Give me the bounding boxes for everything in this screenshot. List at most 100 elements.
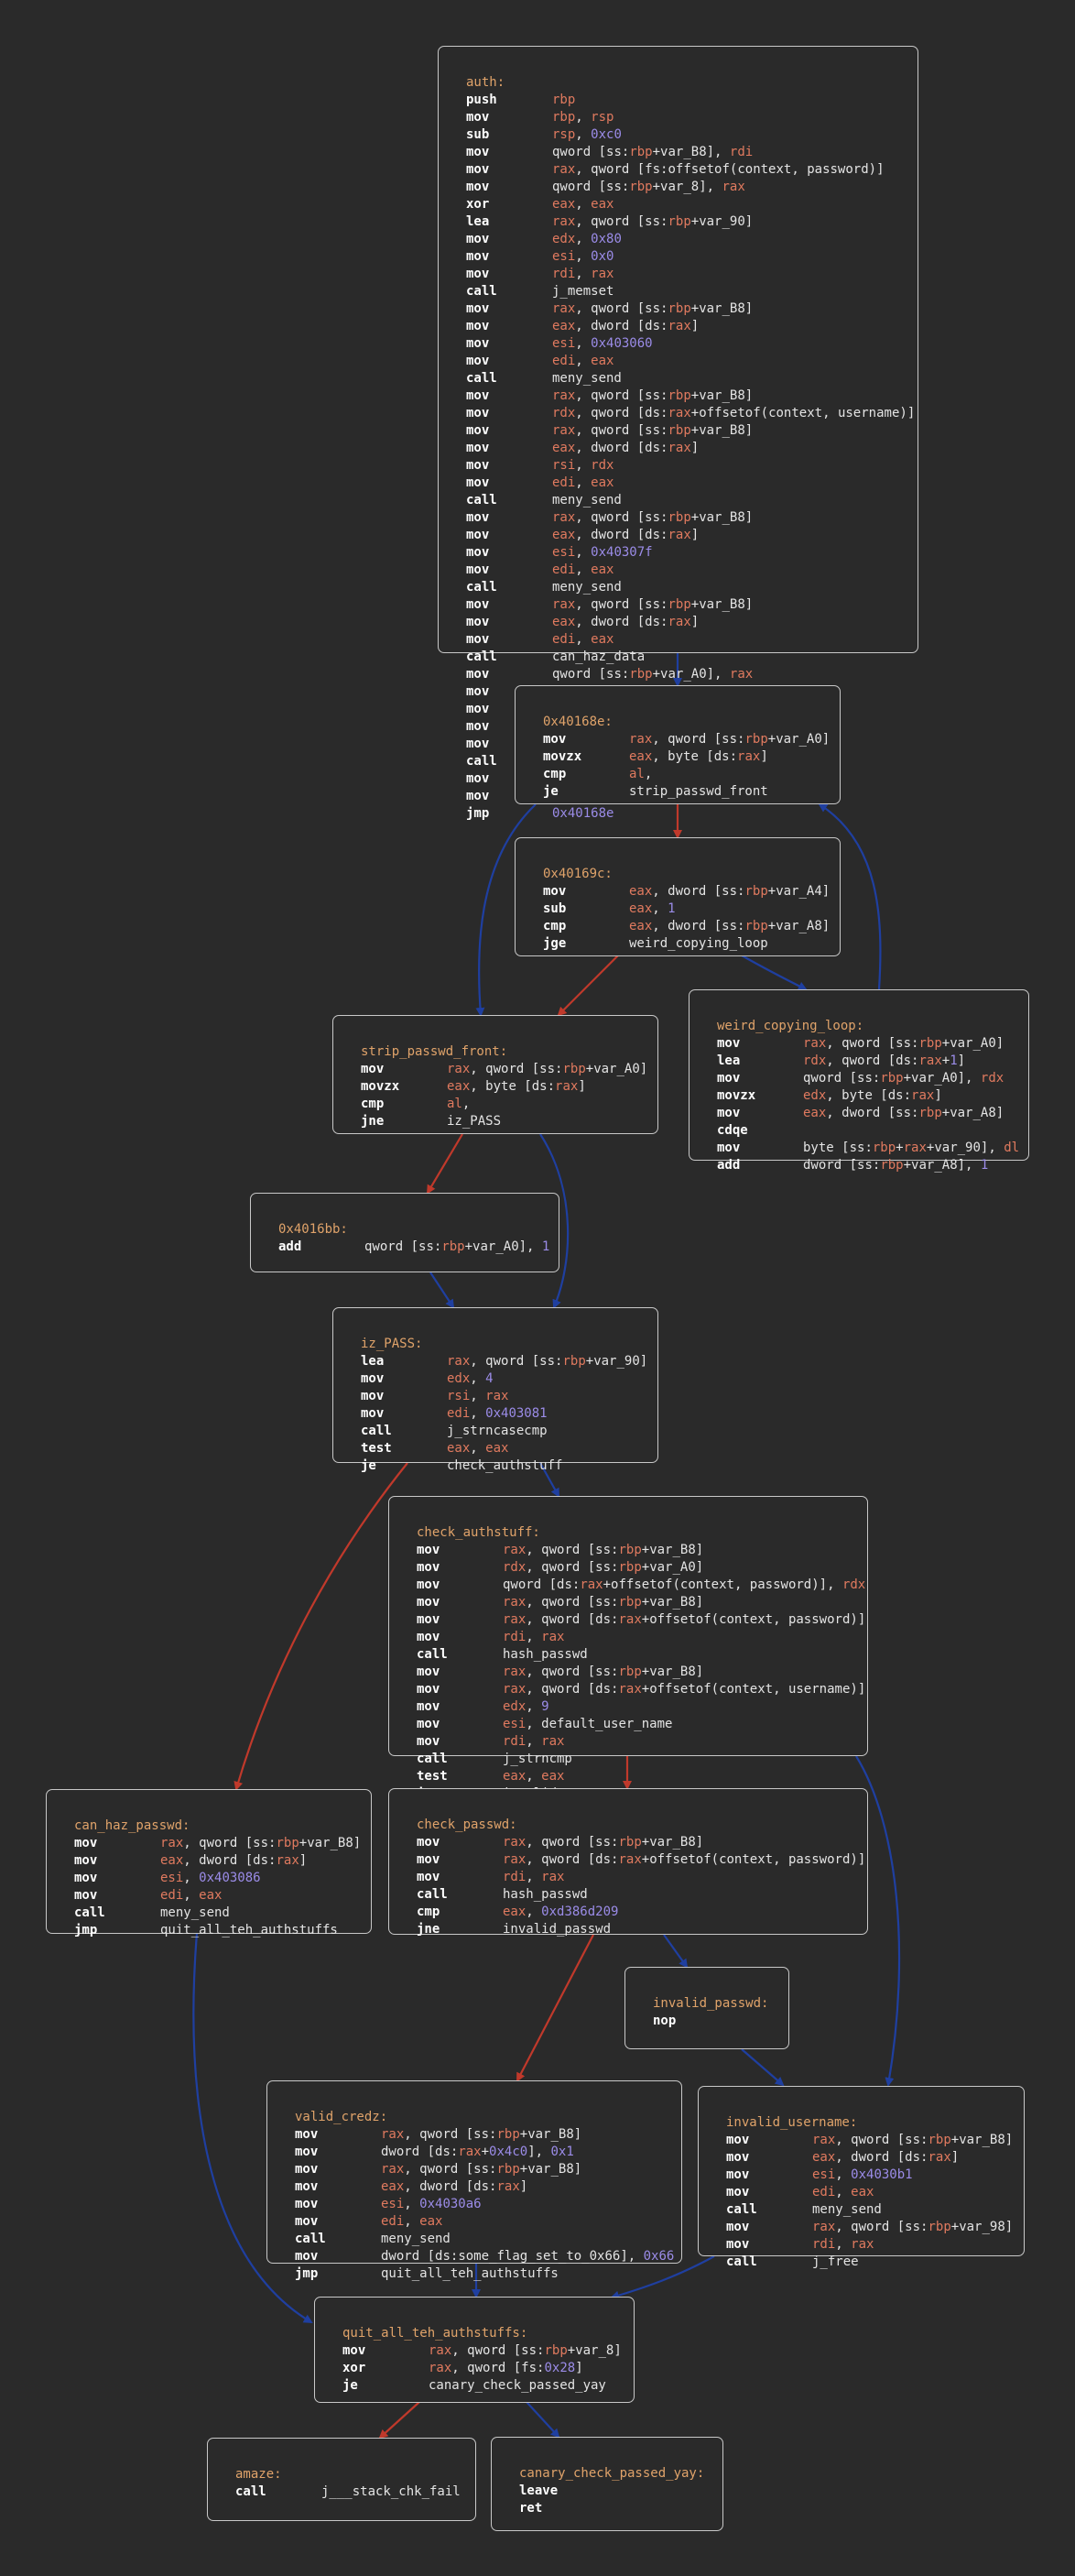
operands: al, xyxy=(629,767,660,781)
mnemonic: mov xyxy=(74,1871,98,1885)
mnemonic: mov xyxy=(466,597,490,612)
mnemonic: jne xyxy=(417,1922,440,1937)
operands: strip_passwd_front xyxy=(629,784,768,799)
operands: meny_send xyxy=(812,2202,882,2217)
mnemonic: mov xyxy=(466,267,490,281)
operands: rdi, rax xyxy=(503,1870,565,1884)
operands: rdi, rax xyxy=(503,1630,565,1644)
mnemonic: mov xyxy=(466,180,490,194)
operands: edi, 0x403081 xyxy=(447,1406,548,1421)
operands: rdx, qword [ss:rbp+var_A0] xyxy=(503,1560,704,1575)
block-label: quit_all_teh_authstuffs: xyxy=(342,2326,528,2341)
edge-izpass-to-canhaz xyxy=(233,1462,408,1791)
operands: rdi, rax xyxy=(812,2237,874,2252)
edge-checkauth-to-invuser xyxy=(855,1755,901,2087)
operands: invalid_passwd xyxy=(503,1922,612,1937)
instruction-line: mov rax, qword [ss:rbp+var_8] xyxy=(342,2342,634,2360)
operands: eax, eax xyxy=(552,197,614,212)
mnemonic: call xyxy=(466,649,497,664)
operands: qword [ds:rax+offsetof(context, password… xyxy=(503,1577,866,1592)
mnemonic: test xyxy=(417,1769,448,1784)
operands: esi, 0x0 xyxy=(552,249,614,264)
mnemonic: mov xyxy=(295,2197,319,2211)
mnemonic: mov xyxy=(417,1560,440,1575)
operands: edi, eax xyxy=(812,2185,874,2199)
operands: meny_send xyxy=(160,1905,230,1920)
operands: rax, qword [ss:rbp+var_A0] xyxy=(629,732,831,747)
mnemonic: mov xyxy=(466,423,490,438)
mnemonic: call xyxy=(235,2484,266,2499)
mnemonic: mov xyxy=(417,1630,440,1644)
block-label: amaze: xyxy=(235,2467,282,2482)
instruction-line: nop xyxy=(653,2013,788,2030)
mnemonic: mov xyxy=(417,1835,440,1850)
mnemonic: mov xyxy=(417,1682,440,1697)
mnemonic: call xyxy=(466,754,497,769)
block-label: strip_passwd_front: xyxy=(361,1044,508,1059)
block-quit-all-teh-authstuffs[interactable]: quit_all_teh_authstuffs:mov rax, qword [s… xyxy=(314,2297,635,2403)
block-label: can_haz_passwd: xyxy=(74,1818,190,1833)
block-invalid-passwd[interactable]: invalid_passwd:nop xyxy=(624,1967,789,2049)
edge-invuser-to-quit xyxy=(610,2255,715,2300)
block-label: 0x40169c: xyxy=(543,867,613,881)
mnemonic: mov xyxy=(466,737,490,751)
operands: 0x40168e xyxy=(552,806,614,821)
mnemonic: add xyxy=(717,1158,741,1173)
mnemonic: call xyxy=(726,2254,757,2269)
mnemonic: mov xyxy=(466,667,490,682)
edge-quit-to-canary xyxy=(526,2401,560,2439)
operands: rax, qword [ss:rbp+var_B8] xyxy=(381,2162,582,2177)
instruction-line: mov rdi, rax xyxy=(417,1629,867,1646)
mnemonic: jmp xyxy=(74,1923,98,1937)
operands: meny_send xyxy=(552,493,622,508)
mnemonic: call xyxy=(466,284,497,299)
operands: weird_copying_loop xyxy=(629,936,768,951)
operands: rax, qword [fs:0x28] xyxy=(429,2361,583,2375)
operands: rax, qword [ss:rbp+var_B8] xyxy=(503,1543,704,1557)
operands: rax, qword [ss:rbp+var_8] xyxy=(429,2343,622,2358)
operands: qword [ss:rbp+var_8], rax xyxy=(552,180,745,194)
edge-0x40169c-to-weird xyxy=(741,955,808,990)
operands: rbp, rsp xyxy=(552,110,614,125)
mnemonic: mov xyxy=(726,2150,750,2165)
operands: rax, qword [ss:rbp+var_B8] xyxy=(552,597,754,612)
operands: rax, qword [ss:rbp+var_98] xyxy=(812,2220,1014,2234)
mnemonic: mov xyxy=(342,2343,366,2358)
edge-weird-to-0x40168e xyxy=(818,802,882,990)
